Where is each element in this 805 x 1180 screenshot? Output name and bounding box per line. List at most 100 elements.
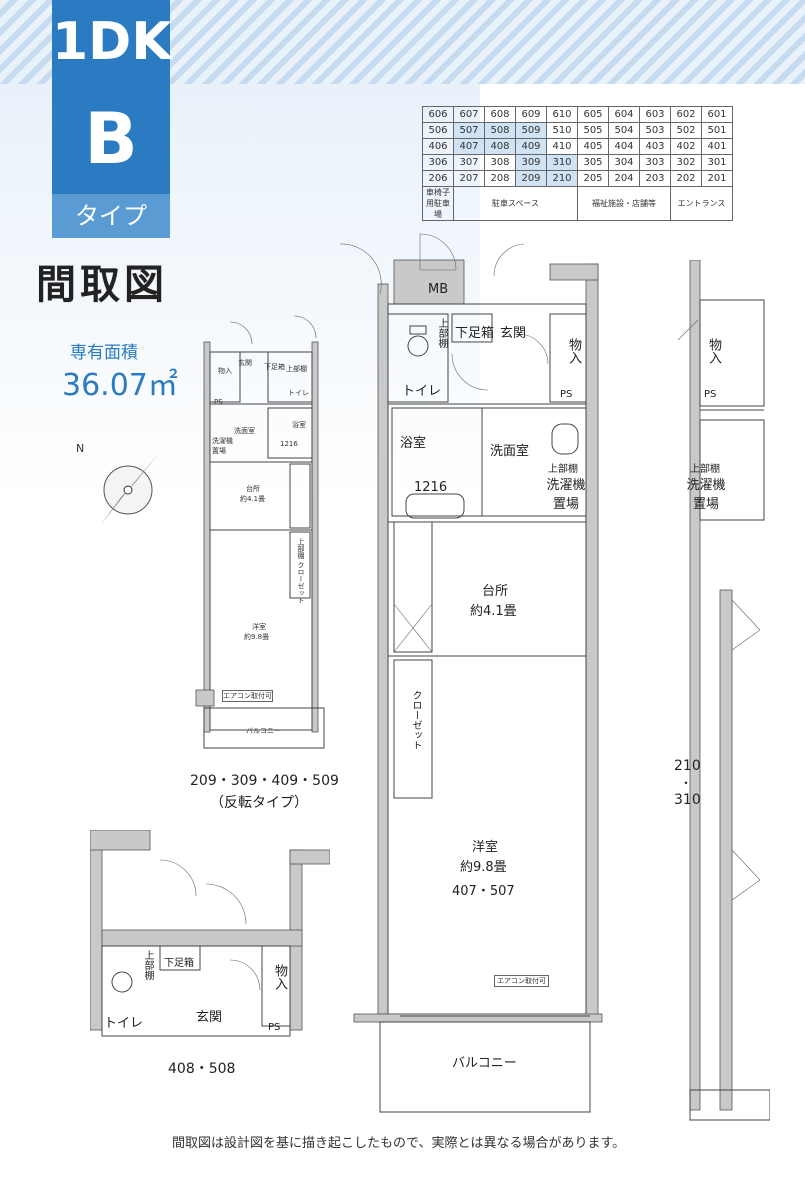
- layout-badge: 1DK: [52, 0, 172, 84]
- unit-cell: 610: [546, 106, 578, 123]
- unit-cell: 608: [484, 106, 516, 123]
- variant-210-plan: [677, 260, 770, 1121]
- v408-toilet-label: トイレ: [104, 1016, 144, 1031]
- rev-caption-type: （反転タイプ）: [210, 795, 308, 811]
- unit-cell: 304: [608, 154, 640, 171]
- type-word-band: タイプ: [52, 194, 170, 238]
- unit-cell: 309: [515, 154, 547, 171]
- unit-cell: 204: [608, 170, 640, 187]
- unit-table-legend-row: 車椅子用駐車場駐車スペース福祉施設・店舗等エントランス: [422, 186, 733, 221]
- rev-bath-size: 1216: [280, 440, 298, 448]
- area-label: 専有面積: [70, 343, 138, 363]
- v408-ps-label: PS: [268, 1022, 281, 1033]
- rev-bath-label: 浴室: [292, 421, 306, 429]
- page-title: 間取図: [36, 262, 168, 308]
- main-washer-label: 洗濯機置場: [546, 478, 586, 512]
- rev-caption-units: 209・309・409・509: [190, 773, 339, 789]
- unit-cell: 408: [484, 138, 516, 155]
- unit-legend-cell: エントランス: [670, 186, 733, 221]
- unit-cell: 602: [670, 106, 702, 123]
- unit-legend-cell: 車椅子用駐車場: [422, 186, 454, 221]
- main-floor-plan: [340, 233, 603, 1113]
- main-balcony-label: バルコニー: [452, 1056, 517, 1071]
- rev-shelf-label: 上部棚: [286, 365, 307, 373]
- v408-shelf-label: 上部棚: [142, 950, 153, 980]
- unit-cell: 208: [484, 170, 516, 187]
- rev-entrance-label: 玄関: [238, 359, 252, 367]
- main-western-label: 洋室: [472, 840, 499, 855]
- unit-cell: 301: [701, 154, 733, 171]
- unit-cell: 604: [608, 106, 640, 123]
- v210-storage-label: 物入: [706, 338, 721, 364]
- main-closet-label: クローゼット: [410, 690, 421, 750]
- rev-washroom-label: 洗面室: [234, 427, 255, 435]
- main-upper-shelf2-label: 上部棚: [548, 464, 578, 475]
- unit-cell: 402: [670, 138, 702, 155]
- unit-cell: 504: [608, 122, 640, 139]
- unit-cell: 606: [422, 106, 454, 123]
- rev-closet-label: 上部棚 クローゼット: [297, 538, 305, 604]
- unit-cell: 405: [577, 138, 609, 155]
- v210-caption-top: 210: [674, 758, 701, 774]
- unit-cell: 308: [484, 154, 516, 171]
- rev-western-label: 洋室: [252, 623, 266, 631]
- rev-western-size: 約9.8畳: [244, 633, 270, 641]
- unit-cell: 305: [577, 154, 609, 171]
- unit-cell: 303: [639, 154, 671, 171]
- unit-cell: 206: [422, 170, 454, 187]
- compass-icon: N: [76, 442, 164, 526]
- main-aircon-label: エアコン取付可: [494, 975, 549, 987]
- unit-cell: 609: [515, 106, 547, 123]
- type-letter-badge: B: [52, 84, 170, 194]
- main-bath-label: 浴室: [400, 436, 427, 451]
- unit-cell: 201: [701, 170, 733, 187]
- v210-ps-label: PS: [704, 389, 717, 400]
- unit-cell: 209: [515, 170, 547, 187]
- v210-washer-label: 洗濯機置場: [686, 478, 726, 512]
- unit-cell: 401: [701, 138, 733, 155]
- unit-cell: 406: [422, 138, 454, 155]
- unit-cell: 605: [577, 106, 609, 123]
- rev-toilet-label: トイレ: [288, 389, 309, 397]
- unit-cell: 407: [453, 138, 485, 155]
- v408-caption: 408・508: [168, 1061, 236, 1077]
- unit-cell: 507: [453, 122, 485, 139]
- unit-cell: 509: [515, 122, 547, 139]
- rev-shoe-box-label: 下足箱: [264, 363, 285, 371]
- rev-ps-label: PS: [214, 398, 223, 406]
- unit-cell: 403: [639, 138, 671, 155]
- main-mb-label: MB: [428, 282, 449, 297]
- unit-cell: 505: [577, 122, 609, 139]
- unit-cell: 310: [546, 154, 578, 171]
- main-washroom-label: 洗面室: [490, 444, 530, 459]
- v408-entrance-label: 玄関: [196, 1010, 223, 1025]
- unit-cell: 207: [453, 170, 485, 187]
- unit-cell: 506: [422, 122, 454, 139]
- unit-cell: 302: [670, 154, 702, 171]
- main-ps-label: PS: [560, 389, 573, 400]
- v210-caption-mid: ・: [680, 776, 693, 790]
- unit-cell: 202: [670, 170, 702, 187]
- main-kitchen-label: 台所: [482, 584, 509, 599]
- main-toilet-label: トイレ: [402, 384, 442, 399]
- main-shoe-box-label: 下足箱: [455, 326, 495, 341]
- unit-cell: 409: [515, 138, 547, 155]
- svg-text:N: N: [76, 442, 84, 455]
- unit-legend-cell: 福祉施設・店舗等: [577, 186, 671, 221]
- v210-shelf-label: 上部棚: [690, 464, 720, 475]
- main-upper-shelf-label: 上部棚: [436, 318, 447, 348]
- unit-legend-cell: 駐車スペース: [453, 186, 578, 221]
- unit-cell: 410: [546, 138, 578, 155]
- variant-408-plan: [90, 830, 330, 1037]
- unit-cell: 508: [484, 122, 516, 139]
- unit-cell: 210: [546, 170, 578, 187]
- unit-cell: 205: [577, 170, 609, 187]
- unit-cell: 510: [546, 122, 578, 139]
- unit-cell: 501: [701, 122, 733, 139]
- main-western-size: 約9.8畳: [460, 860, 507, 875]
- v210-caption-bottom: 310: [674, 792, 701, 808]
